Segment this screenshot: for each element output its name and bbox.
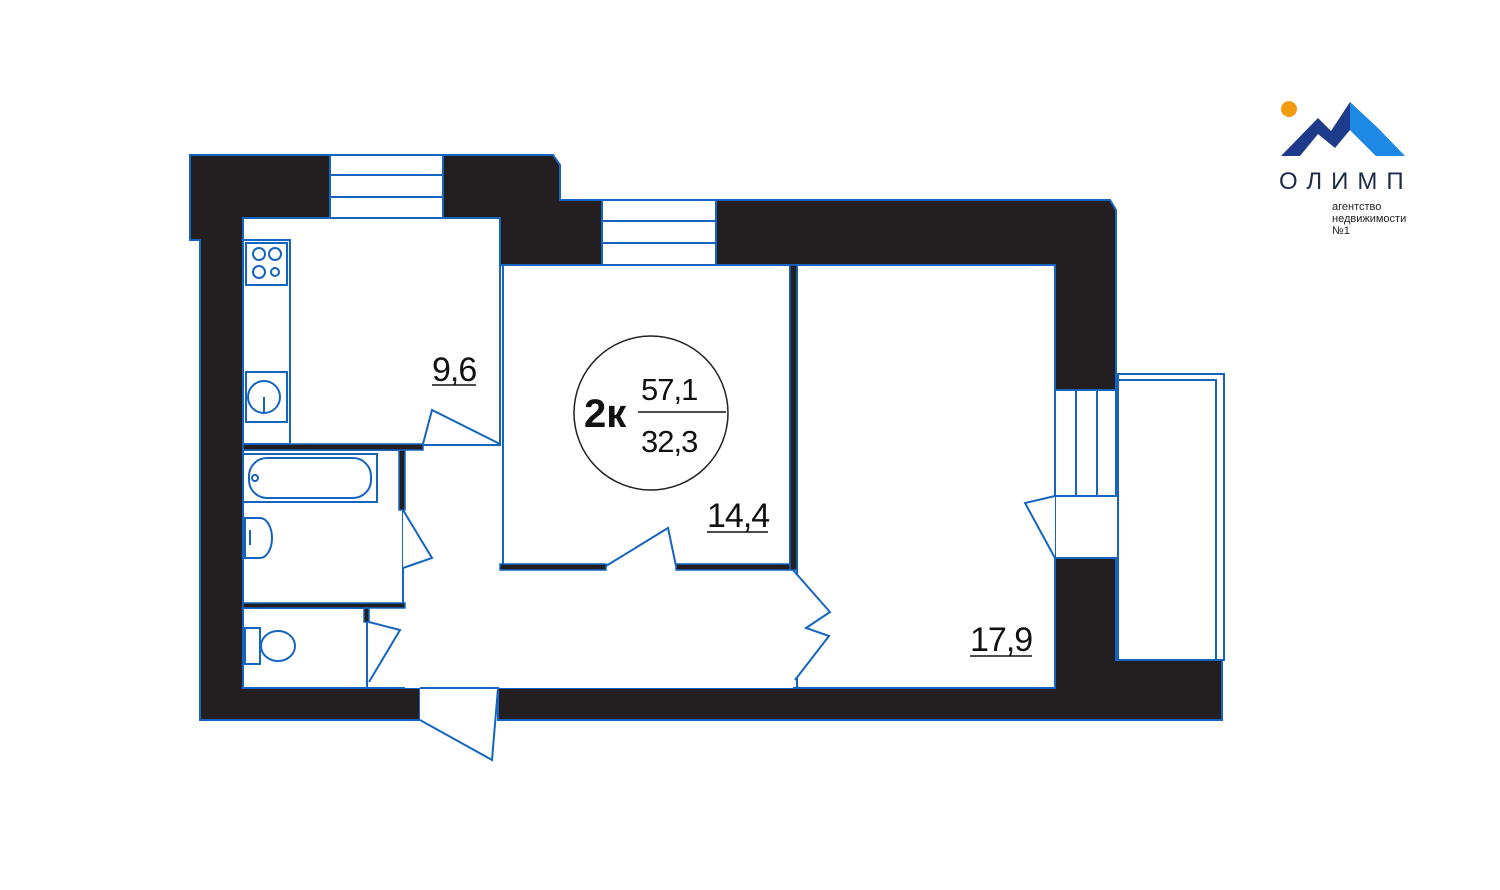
living-area-label: 17,9 [970,621,1032,659]
toilet-icon [244,627,296,665]
washbasin-icon [244,517,273,559]
door-bedroom [605,526,677,567]
room-living [796,264,1056,689]
total-area-label: 57,1 [641,372,697,407]
door-bathroom [402,509,434,569]
stove-icon [245,242,288,286]
bedroom-area-label: 14,4 [707,497,769,535]
window-bedroom [601,199,717,266]
kitchen-counter [242,239,291,445]
door-toilet [368,621,402,683]
door-balcony [1023,495,1056,559]
mountains-highlight-icon [1350,102,1405,156]
sun-icon [1281,101,1297,117]
apartment-type-label: 2к [584,392,627,436]
sink-icon [245,371,288,423]
hallway [405,568,793,688]
logo-tagline-2: недвижимости [1332,213,1406,225]
wall-bath-bottom [242,602,406,609]
window-kitchen [329,154,444,219]
wall-toilet-right [363,607,370,623]
kitchen-area-label: 9,6 [432,351,476,389]
balcony [1117,373,1225,661]
window-balcony-door [1054,389,1117,497]
door-entrance [419,687,500,762]
living-area-label: 32,3 [641,424,697,459]
logo-name: ОЛИМП [1279,168,1413,195]
interior-walls [242,264,798,623]
doors [368,408,1056,762]
wall-kitchen-bath [242,443,424,451]
wall-bath-right [398,449,406,511]
logo-tagline-1: агентство [1332,201,1381,213]
company-logo: ОЛИМП агентство недвижимости №1 [1279,101,1413,237]
apartment-badge: 2к 57,1 32,3 [573,335,729,491]
wall-bedroom-bottom-right [675,563,797,571]
logo-tagline-3: №1 [1332,225,1350,237]
badge-circle [573,335,729,491]
bathtub-icon [242,453,378,503]
wall-bedroom-living [789,264,798,571]
wall-bedroom-bottom-left [499,563,607,571]
door-living [792,569,832,681]
windows [329,154,1117,497]
rooms [242,217,1056,689]
door-kitchen [422,408,501,445]
